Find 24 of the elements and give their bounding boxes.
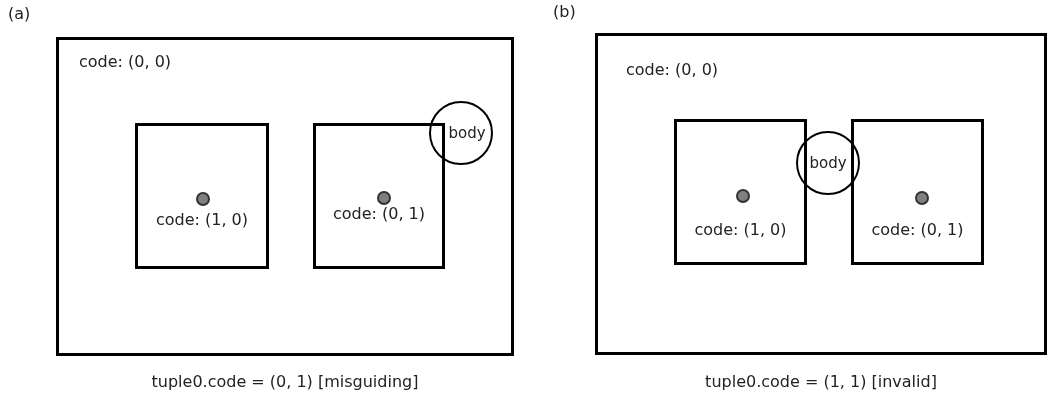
body-label: body: [809, 154, 847, 172]
panel-label: (a): [8, 4, 31, 24]
outer-region-box: [56, 37, 514, 356]
inner-region-box: [135, 123, 269, 269]
inner-region-box: [851, 119, 984, 265]
code-label: code: (1, 0): [154, 210, 250, 230]
point-marker: [915, 191, 929, 205]
inner-region-box: [674, 119, 807, 265]
code-label: code: (0, 0): [79, 52, 172, 72]
panel-label: (b): [553, 2, 576, 22]
point-marker: [377, 191, 391, 205]
caption: tuple0.code = (1, 1) [invalid]: [704, 372, 938, 392]
code-label: code: (0, 1): [870, 220, 965, 240]
code-label: code: (1, 0): [693, 220, 788, 240]
point-marker: [196, 192, 210, 206]
inner-region-box: [313, 123, 445, 269]
code-label: code: (0, 0): [626, 60, 719, 80]
code-label: code: (0, 1): [331, 204, 427, 224]
body-circle: [796, 131, 860, 195]
caption: tuple0.code = (0, 1) [misguiding]: [150, 372, 420, 392]
body-label: body: [448, 124, 486, 142]
body-circle: [429, 101, 493, 165]
point-marker: [736, 189, 750, 203]
outer-region-box: [595, 33, 1047, 355]
